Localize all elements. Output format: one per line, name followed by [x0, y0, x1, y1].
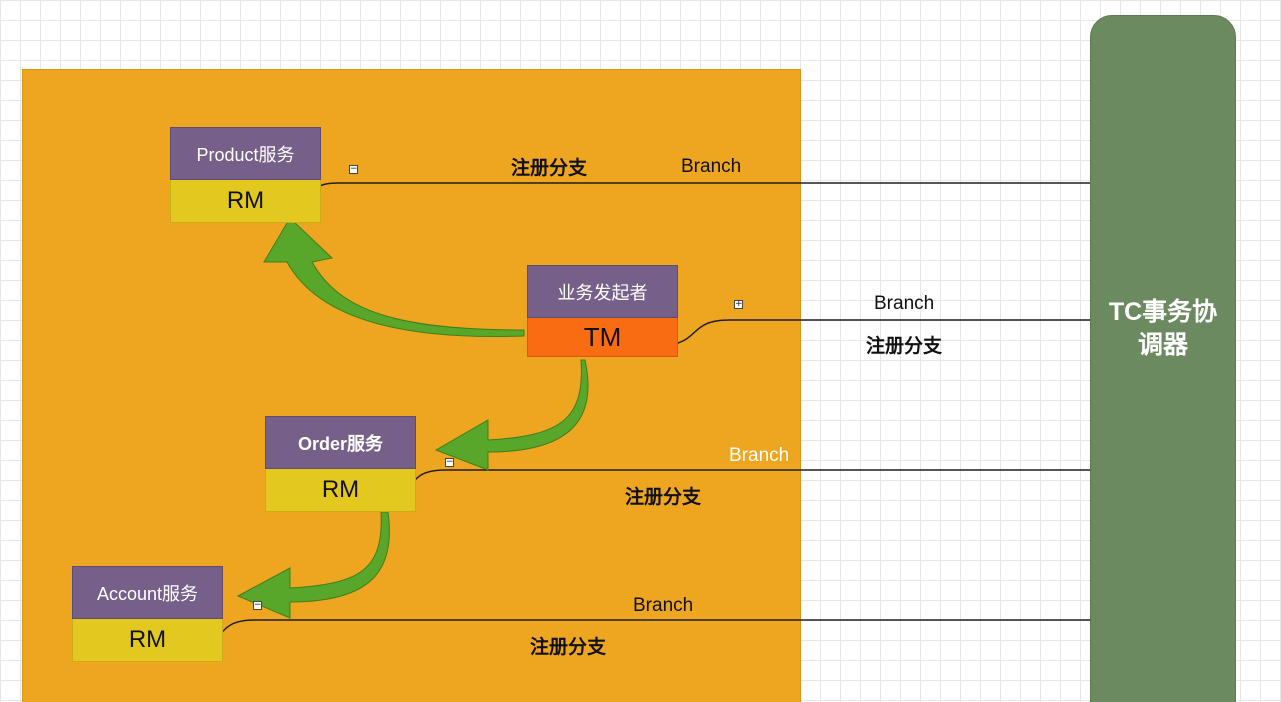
initiator-header: 业务发起者 [527, 265, 678, 318]
order-service-node[interactable]: Order服务 RM [265, 416, 416, 512]
order-link-label-cn: 注册分支 [625, 487, 702, 508]
collapse-toggle-icon[interactable]: − [445, 457, 454, 467]
tc-coordinator-bar[interactable] [1090, 15, 1236, 702]
product-link-label-cn: 注册分支 [511, 158, 588, 179]
order-service-header: Order服务 [265, 416, 416, 469]
account-rm-label: RM [72, 619, 223, 662]
product-service-node[interactable]: Product服务 RM [170, 127, 321, 223]
expand-toggle-icon[interactable]: + [734, 299, 743, 309]
account-service-node[interactable]: Account服务 RM [72, 566, 223, 662]
collapse-toggle-icon[interactable]: − [253, 600, 262, 610]
order-rm-label: RM [265, 469, 416, 512]
account-service-header: Account服务 [72, 566, 223, 619]
product-service-header: Product服务 [170, 127, 321, 180]
tc-coordinator-label-line1: TC事务协 [1108, 298, 1218, 326]
initiator-link-label-cn: 注册分支 [866, 336, 943, 357]
initiator-link-label-en: Branch [874, 293, 935, 314]
initiator-node[interactable]: 业务发起者 TM [527, 265, 678, 357]
tc-coordinator-label: TC事务协 调器 [1090, 296, 1236, 362]
product-rm-label: RM [170, 180, 321, 223]
account-link-label-cn: 注册分支 [530, 637, 607, 658]
tc-coordinator-label-line2: 调器 [1137, 331, 1188, 359]
collapse-toggle-icon[interactable]: − [349, 164, 358, 174]
initiator-tm-label: TM [527, 318, 678, 357]
order-link-label-en: Branch [729, 445, 790, 466]
account-link-label-en: Branch [633, 595, 694, 616]
product-link-label-en: Branch [681, 156, 742, 177]
